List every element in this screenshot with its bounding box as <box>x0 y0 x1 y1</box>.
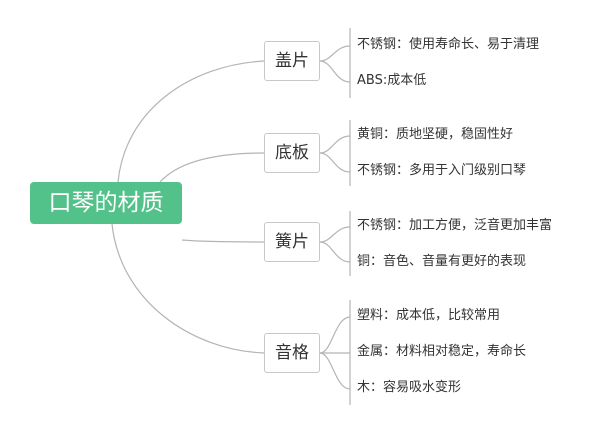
leaf-base-plate-1: 黄铜：质地坚硬，稳固性好 <box>357 127 514 142</box>
branch-node-comb: 音格 <box>264 333 320 373</box>
connector-branch-3-leaf-2 <box>319 241 351 263</box>
branch-node-cover-plate: 盖片 <box>264 41 320 81</box>
connector-root-branch-1 <box>117 60 265 183</box>
connector-root-branch-2 <box>159 152 265 183</box>
connector-branch-3-leaf-1 <box>319 226 351 243</box>
connector-branch-1-leaf-1 <box>319 45 351 62</box>
branch-node-base-plate: 底板 <box>264 133 320 173</box>
connector-branch-4-leaf-1 <box>319 316 351 354</box>
leaf-comb-3: 木：容易吸水变形 <box>357 380 462 395</box>
connector-root-branch-3 <box>181 239 265 243</box>
root-node: 口琴的材质 <box>30 182 182 224</box>
connector-branch-1-leaf-2 <box>319 60 351 83</box>
leaf-cover-plate-1: 不锈钢：使用寿命长、易于清理 <box>357 37 540 52</box>
leaf-reed-1: 不锈钢：加工方便，泛音更加丰富 <box>357 218 553 233</box>
connector-branch-2-leaf-2 <box>319 152 351 173</box>
leaf-comb-2: 金属：材料相对稳定，寿命长 <box>357 344 527 359</box>
connector-root-branch-4 <box>111 223 265 354</box>
leaf-cover-plate-2: ABS:成本低 <box>357 73 427 88</box>
connector-branch-4-leaf-3 <box>319 352 351 390</box>
leaf-comb-1: 塑料：成本低，比较常用 <box>357 308 501 323</box>
leaf-reed-2: 铜：音色、音量有更好的表现 <box>357 254 527 269</box>
leaf-base-plate-2: 不锈钢：多用于入门级别口琴 <box>357 163 527 178</box>
branch-node-reed: 簧片 <box>264 222 320 262</box>
connector-branch-2-leaf-1 <box>319 135 351 154</box>
